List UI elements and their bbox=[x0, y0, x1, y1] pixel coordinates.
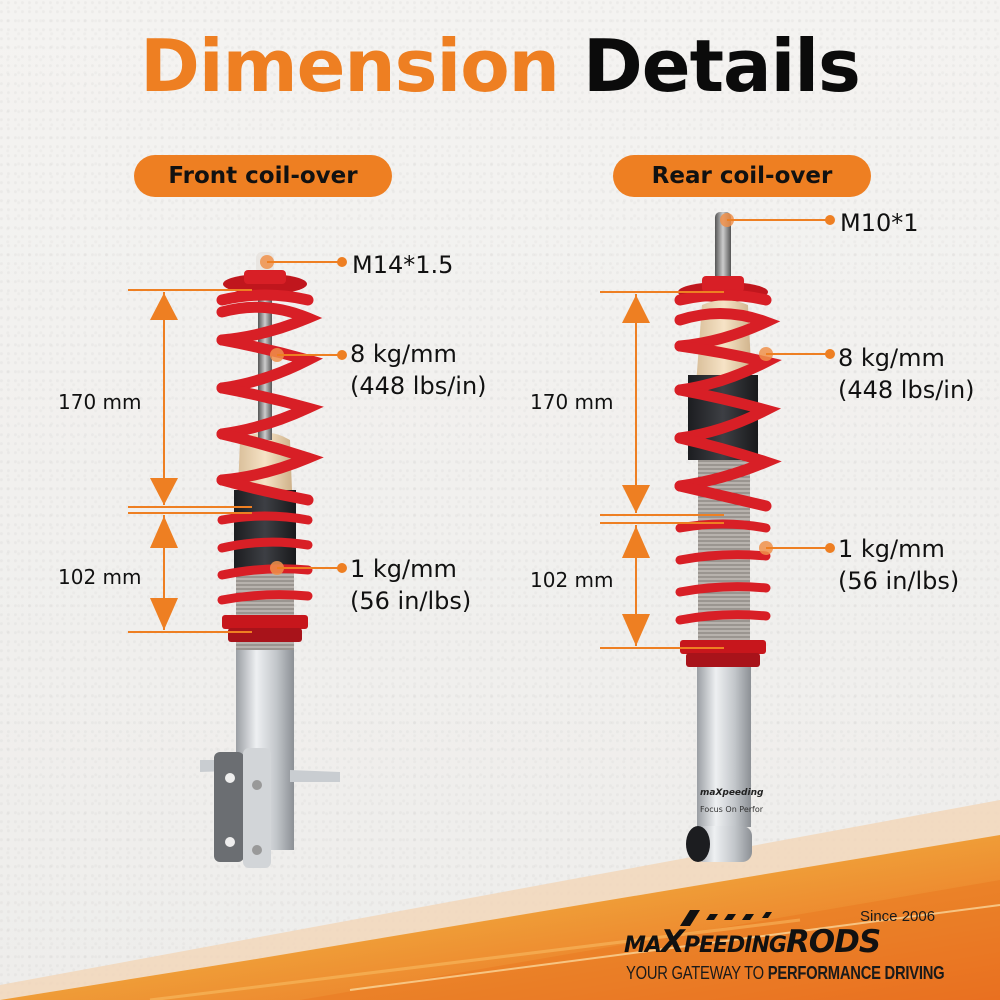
rear-shock: maXpeeding Focus On Perfor bbox=[674, 212, 782, 862]
front-helper-rate-imperial: (56 in/lbs) bbox=[350, 587, 472, 616]
front-thread-label: M14*1.5 bbox=[352, 251, 454, 279]
title-dimension: Dimension bbox=[140, 24, 560, 108]
tagline-bold: PERFORMANCE DRIVING bbox=[767, 963, 945, 983]
logo-tagline: YOUR GATEWAY TO PERFORMANCE DRIVING bbox=[626, 963, 945, 984]
tagline-light: YOUR GATEWAY TO bbox=[626, 963, 768, 983]
front-helper-length: 102 mm bbox=[58, 565, 142, 589]
rear-callouts bbox=[727, 215, 835, 553]
rear-dimension-arrows bbox=[600, 291, 724, 649]
rear-body-print: Focus On Perfor bbox=[700, 805, 764, 814]
front-coilover-heading: Front coil-over bbox=[134, 155, 392, 197]
front-helper-spring-rate: 1 kg/mm (56 in/lbs) bbox=[350, 553, 471, 618]
rear-main-length: 170 mm bbox=[530, 390, 614, 414]
front-callouts bbox=[267, 257, 347, 573]
rear-main-spring-rate: 8 kg/mm (448 lbs/in) bbox=[838, 342, 975, 407]
logo-brand: MAXPEEDINGRODS bbox=[624, 924, 881, 960]
page-title: Dimension Details bbox=[0, 30, 1000, 102]
rear-helper-spring-rate: 1 kg/mm (56 in/lbs) bbox=[838, 533, 959, 598]
front-shock bbox=[200, 252, 340, 868]
logo-brand-suffix: RODS bbox=[785, 924, 881, 960]
rear-helper-length: 102 mm bbox=[530, 568, 614, 592]
front-helper-rate-metric: 1 kg/mm bbox=[350, 555, 457, 583]
logo-brand-x: X bbox=[660, 924, 685, 960]
rear-main-rate-metric: 8 kg/mm bbox=[838, 344, 945, 372]
front-main-length: 170 mm bbox=[58, 390, 142, 414]
svg-text:maXpeeding: maXpeeding bbox=[700, 788, 764, 798]
title-details: Details bbox=[583, 24, 861, 108]
rear-coilover-heading: Rear coil-over bbox=[613, 155, 871, 197]
rear-helper-rate-imperial: (56 in/lbs) bbox=[838, 567, 960, 596]
logo-since: Since 2006 bbox=[860, 908, 936, 925]
logo-brand-mid: PEEDING bbox=[683, 933, 787, 958]
checkered-flag-icon bbox=[680, 910, 772, 926]
rear-main-rate-imperial: (448 lbs/in) bbox=[838, 376, 975, 405]
front-main-rate-metric: 8 kg/mm bbox=[350, 340, 457, 368]
front-dimension-arrows bbox=[128, 289, 252, 633]
rear-helper-rate-metric: 1 kg/mm bbox=[838, 535, 945, 563]
front-main-spring-rate: 8 kg/mm (448 lbs/in) bbox=[350, 338, 487, 403]
rear-thread-label: M10*1 bbox=[840, 209, 919, 237]
logo-brand-prefix: MA bbox=[624, 933, 662, 958]
front-main-rate-imperial: (448 lbs/in) bbox=[350, 372, 487, 401]
